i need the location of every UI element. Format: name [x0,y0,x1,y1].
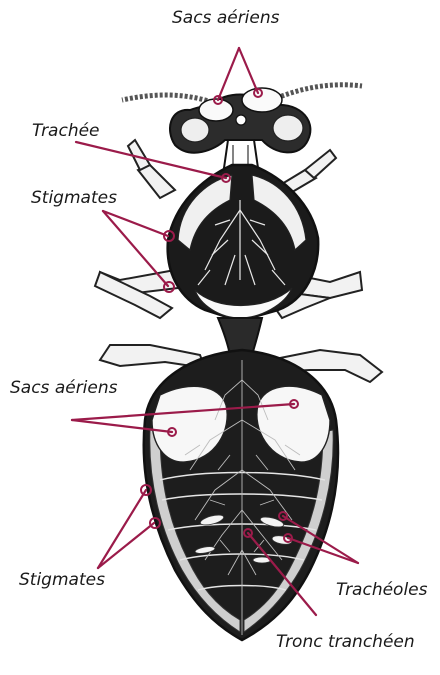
label-sacs-aeriens-mid: Sacs aériens [10,380,118,397]
left-antenna [122,95,212,102]
abdomen [144,350,338,640]
label-stigmates-bottom: Stigmates [19,572,105,589]
label-trachee: Trachée [32,123,100,140]
leader-stigmates-bottom-1 [98,490,146,568]
leader-stigmates-top-2 [103,211,168,286]
leader-sacs-top-1 [218,48,239,100]
label-stigmates-top: Stigmates [31,190,117,207]
leader-sacs-top-2 [239,48,258,93]
label-sacs-aeriens-top: Sacs aériens [172,10,280,27]
label-tracheoles: Trachéoles [336,582,428,599]
right-antenna [272,85,362,100]
leader-stigmates-bottom-2 [98,523,154,568]
label-tronc-trancheen: Tronc tranchéen [276,634,415,651]
